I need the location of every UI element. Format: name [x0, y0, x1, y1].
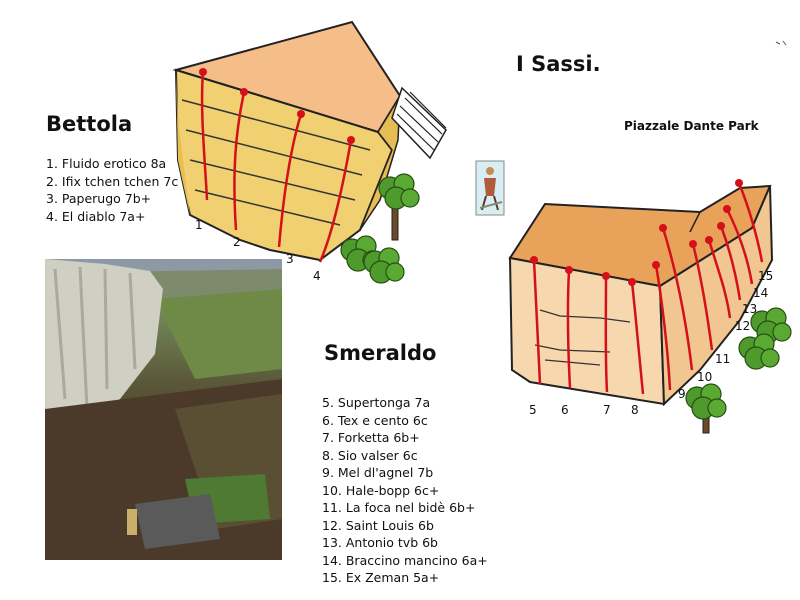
route-list-item: 11. La foca nel bidè 6b+ [322, 500, 476, 515]
route-number-1: 1 [195, 218, 203, 232]
route-list-item: 9. Mel dl'agnel 7b [322, 465, 434, 480]
route-number-15: 15 [758, 269, 773, 283]
route-number-4: 4 [313, 269, 321, 283]
route-line-1 [199, 68, 209, 201]
smeraldo-heading: Smeraldo [324, 341, 437, 365]
route-number-9: 9 [678, 387, 686, 401]
park-label: Piazzale Dante Park [624, 119, 759, 133]
route-list-item: 3. Paperugo 7b+ [46, 191, 152, 206]
bettola-block: 1 2 3 4 [172, 20, 447, 283]
scribble-mark [775, 40, 787, 46]
bettola-routes [199, 68, 355, 263]
route-list-item: 2. Ifix tchen tchen 7c [46, 173, 179, 189]
bettola-route-list: 1. Fluido erotico 8a 2. Ifix tchen tchen… [46, 155, 178, 225]
smeraldo-route-list: 5. Supertonga 7a 6. Tex e cento 6c 7. Fo… [322, 394, 488, 587]
route-list-item: 1. Fluido erotico 8a [46, 156, 167, 171]
route-number-11: 11 [715, 352, 730, 366]
route-line-14 [723, 205, 754, 285]
route-number-10: 10 [697, 370, 712, 384]
crag-photo [45, 259, 282, 560]
route-number-2: 2 [233, 235, 241, 249]
route-number-7: 7 [603, 403, 611, 417]
route-line-6 [565, 266, 573, 389]
route-line-2 [233, 88, 248, 231]
smeraldo-routes [530, 179, 764, 395]
route-number-14: 14 [753, 286, 768, 300]
route-line-15 [735, 179, 764, 263]
tree-icon [378, 173, 420, 241]
route-number-6: 6 [561, 403, 569, 417]
route-line-9 [652, 261, 672, 391]
route-list-item: 12. Saint Louis 6b [322, 517, 434, 533]
route-number-5: 5 [529, 403, 537, 417]
route-line-11 [689, 240, 714, 351]
hiker-icon [475, 160, 505, 216]
route-line-5 [530, 256, 542, 385]
route-line-10 [659, 224, 694, 371]
route-list-item: 15. Ex Zeman 5a+ [322, 570, 440, 585]
route-list-item: 13. Antonio tvb 6b [322, 535, 438, 550]
route-line-4 [318, 136, 355, 263]
stairs-icon [391, 86, 447, 160]
route-list-item: 7. Forketta 6b+ [322, 430, 420, 445]
tree-icon [738, 307, 792, 370]
route-list-item: 8. Sio valser 6c [322, 447, 418, 463]
tree-icon [685, 383, 727, 434]
route-line-12 [705, 236, 732, 319]
route-list-item: 4. El diablo 7a+ [46, 208, 146, 224]
route-list-item: 14. Braccino mancino 6a+ [322, 552, 488, 568]
page-title: I Sassi. [516, 52, 601, 76]
route-number-12: 12 [735, 319, 750, 333]
smeraldo-block: 5 6 7 8 9 10 11 12 13 14 15 [508, 179, 773, 417]
hiker-icon [127, 509, 137, 535]
route-line-8 [628, 278, 645, 395]
bettola-heading: Bettola [46, 112, 133, 136]
route-number-8: 8 [631, 403, 639, 417]
route-line-3 [277, 110, 305, 248]
crag-photo-scene [45, 259, 282, 560]
route-list-item: 10. Hale-bopp 6c+ [322, 482, 440, 498]
route-number-3: 3 [286, 252, 294, 266]
tree-icon [340, 235, 405, 284]
route-list-item: 6. Tex e cento 6c [322, 412, 428, 428]
route-line-13 [717, 222, 742, 301]
route-list-item: 5. Supertonga 7a [322, 395, 431, 410]
route-line-7 [602, 272, 610, 393]
route-number-13: 13 [742, 302, 757, 316]
